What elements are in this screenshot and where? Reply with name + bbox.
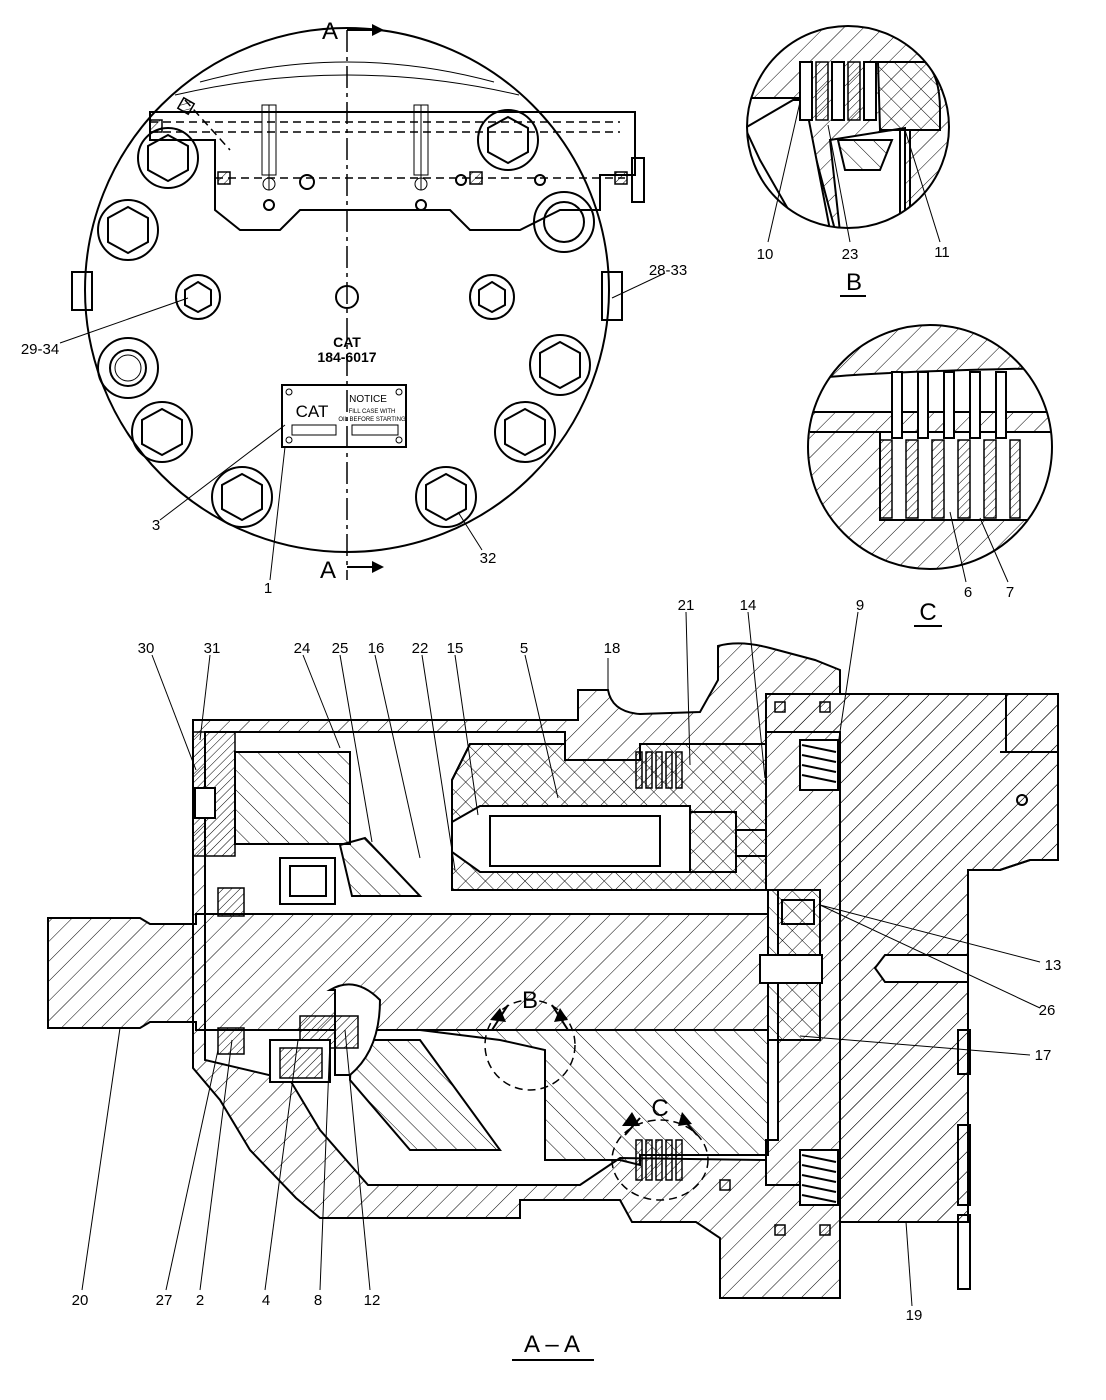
callout-5: 5: [520, 640, 528, 657]
hex-bolt: [131, 401, 193, 463]
callout-26: 26: [1039, 1002, 1056, 1019]
detail-bubble-c: C: [611, 1095, 709, 1201]
nameplate-title: NOTICE: [349, 394, 387, 405]
nameplate-line1: FILL CASE WITH: [349, 409, 396, 415]
detail-c-label: C: [919, 599, 936, 626]
hex-bolt: [211, 466, 273, 528]
callout-2: 2: [196, 1292, 204, 1309]
callout-23: 23: [842, 246, 859, 263]
piston: [489, 815, 661, 867]
callout-8: 8: [314, 1292, 322, 1309]
callout-13: 13: [1045, 957, 1062, 974]
callout-22: 22: [412, 640, 429, 657]
callout-18: 18: [604, 640, 621, 657]
callout-7: 7: [1006, 584, 1014, 601]
callout-16: 16: [368, 640, 385, 657]
nameplate-brand: CAT: [296, 402, 329, 421]
cylinder-block-lower: [419, 1029, 769, 1167]
brake-discs-upper: [635, 751, 683, 789]
callout-4: 4: [262, 1292, 270, 1309]
svg-text:A: A: [322, 18, 338, 45]
section-arrow-top: A: [322, 18, 384, 45]
valve-pin-right: [413, 104, 429, 191]
nameplate: CAT NOTICE FILL CASE WITH OIL BEFORE STA…: [281, 384, 407, 448]
hex-plug: [175, 274, 221, 320]
valve-pin-left: [261, 104, 277, 191]
callout-30: 30: [138, 640, 155, 657]
cat-text: CAT: [333, 334, 361, 350]
callout-29-34: 29-34: [21, 341, 59, 358]
callout-20: 20: [72, 1292, 89, 1309]
nameplate-line2: OIL BEFORE STARTING: [338, 417, 406, 423]
callout-28-33: 28-33: [649, 262, 687, 279]
valve-block: [149, 111, 636, 231]
hex-bolt: [494, 401, 556, 463]
detail-bubble-b: B: [484, 987, 576, 1091]
callout-1: 1: [264, 580, 272, 597]
callout-25: 25: [332, 640, 349, 657]
callout-15: 15: [447, 640, 464, 657]
callout-11: 11: [934, 244, 950, 261]
callout-31: 31: [204, 640, 221, 657]
callout-32: 32: [480, 550, 497, 567]
callout-24: 24: [294, 640, 311, 657]
hex-bolt: [97, 199, 159, 261]
section-title: A – A: [524, 1331, 580, 1358]
output-shaft: [47, 913, 769, 1031]
callout-21: 21: [678, 597, 695, 614]
hex-bolt: [477, 109, 539, 171]
callout-10: 10: [757, 246, 774, 263]
callout-17: 17: [1035, 1047, 1052, 1064]
brake-spring-upper: [799, 739, 839, 791]
friction-discs: [879, 371, 1021, 519]
callout-14: 14: [740, 597, 757, 614]
callout-19: 19: [906, 1307, 923, 1324]
detail-b-label: B: [846, 269, 862, 296]
end-view: CAT 184-6017 CAT NOTICE FILL CASE WITH O…: [21, 18, 687, 597]
hex-bolt: [137, 127, 199, 189]
hex-bolt: [529, 334, 591, 396]
svg-text:A: A: [320, 557, 336, 584]
hex-plug: [469, 274, 515, 320]
section-a-a: B C 30: [47, 597, 1062, 1361]
detail-c: 6 7 C: [807, 324, 1053, 627]
svg-text:C: C: [651, 1095, 668, 1122]
hex-bolt: [415, 466, 477, 528]
callout-27: 27: [156, 1292, 173, 1309]
hex-bolt: [97, 337, 159, 399]
section-arrow-bottom: A: [320, 557, 384, 584]
callout-6: 6: [964, 584, 972, 601]
callout-3: 3: [152, 517, 160, 534]
brake-spring-lower: [799, 1149, 839, 1206]
detail-b: 10 23 11 B: [746, 25, 950, 297]
hex-bolt: [533, 191, 595, 253]
swash-plate: [338, 836, 423, 897]
callout-12: 12: [364, 1292, 381, 1309]
brake-discs-lower: [635, 1139, 683, 1181]
callout-9: 9: [856, 597, 864, 614]
spring-guide: [234, 751, 351, 845]
svg-text:B: B: [522, 987, 538, 1014]
